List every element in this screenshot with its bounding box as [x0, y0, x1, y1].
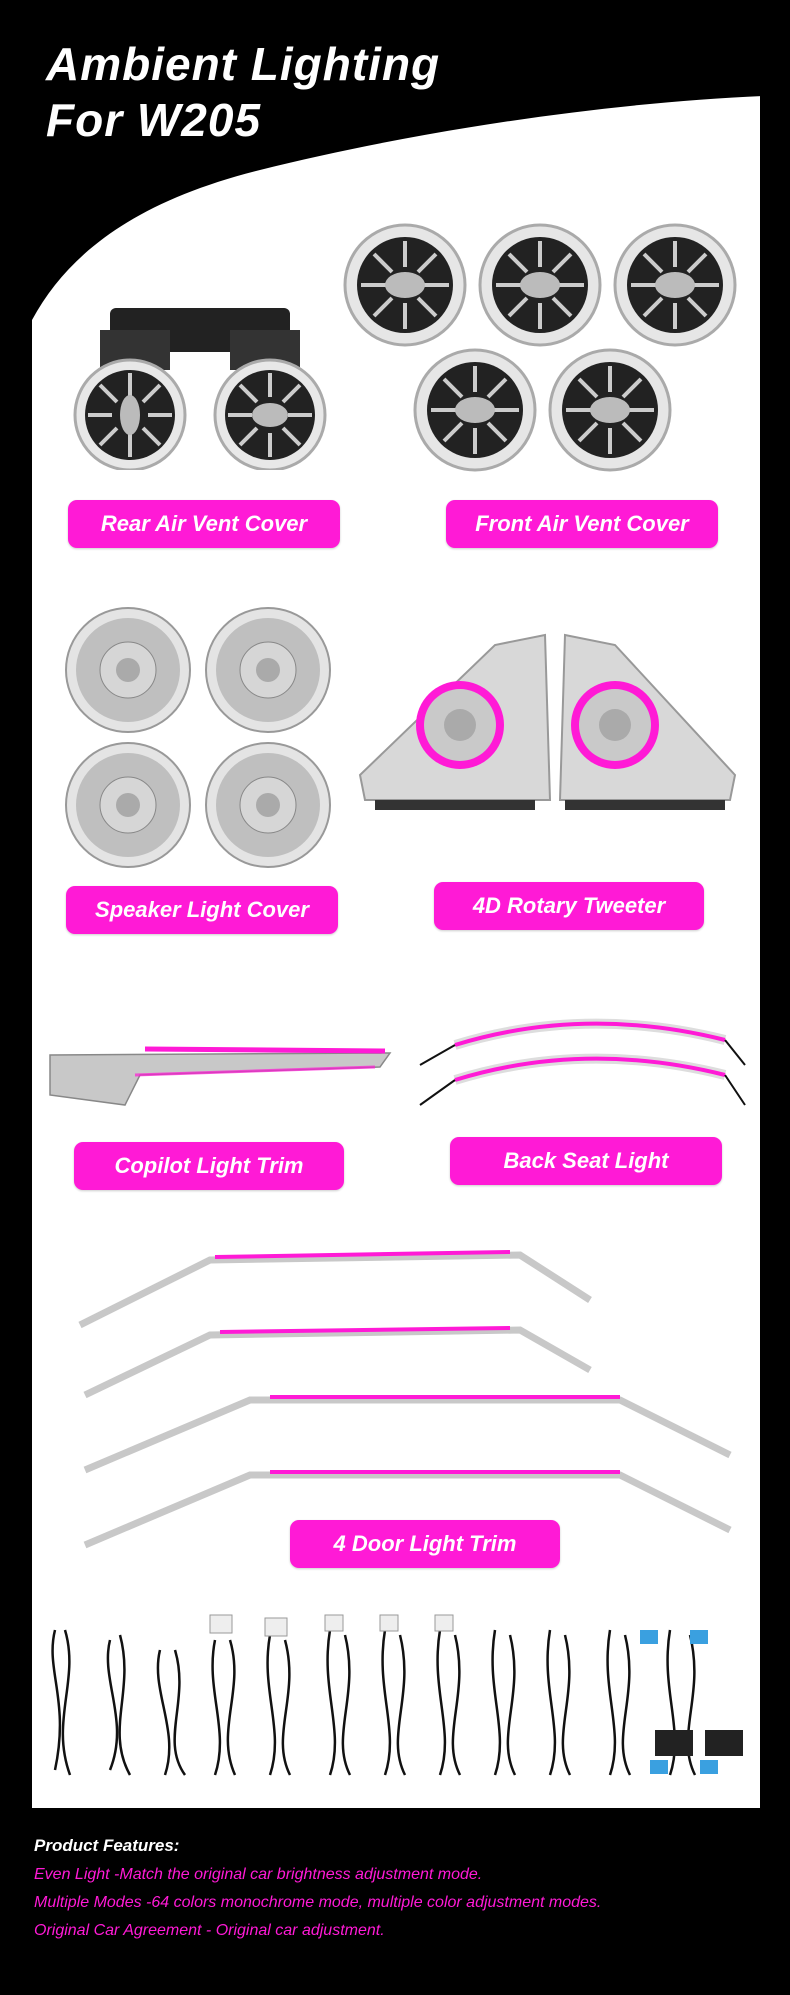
front-air-vent-label: Front Air Vent Cover — [446, 500, 718, 548]
features-heading: Product Features: — [34, 1836, 180, 1855]
copilot-trim-image — [49, 1046, 392, 1106]
copilot-trim-label: Copilot Light Trim — [74, 1142, 344, 1190]
back-seat-light-label: Back Seat Light — [450, 1137, 722, 1185]
feature-item: Even Light -Match the original car brigh… — [34, 1866, 483, 1883]
door-trim-image — [78, 1250, 732, 1549]
feature-item: Original Car Agreement - Original car ad… — [34, 1922, 385, 1939]
product-features: Product Features: Even Light -Match the … — [34, 1836, 774, 1950]
title-line-2: For W205 — [46, 94, 262, 146]
door-trim-label: 4 Door Light Trim — [290, 1520, 560, 1568]
rear-air-vent-label: Rear Air Vent Cover — [68, 500, 340, 548]
black-corner-curve — [0, 0, 790, 320]
speaker-cover-label: Speaker Light Cover — [66, 886, 338, 934]
title-line-1: Ambient Lighting — [46, 38, 441, 90]
page-title: Ambient Lighting For W205 — [46, 36, 440, 148]
speaker-cover-image — [65, 607, 331, 868]
rear-air-vent-image — [73, 308, 327, 470]
wiring-harness-image — [51, 1614, 743, 1776]
feature-item: Multiple Modes -64 colors monochrome mod… — [34, 1894, 602, 1911]
back-seat-light-image — [419, 1018, 746, 1106]
rotary-tweeter-image — [358, 633, 737, 810]
front-air-vent-image — [343, 223, 737, 472]
tweeter-label: 4D Rotary Tweeter — [434, 882, 704, 930]
